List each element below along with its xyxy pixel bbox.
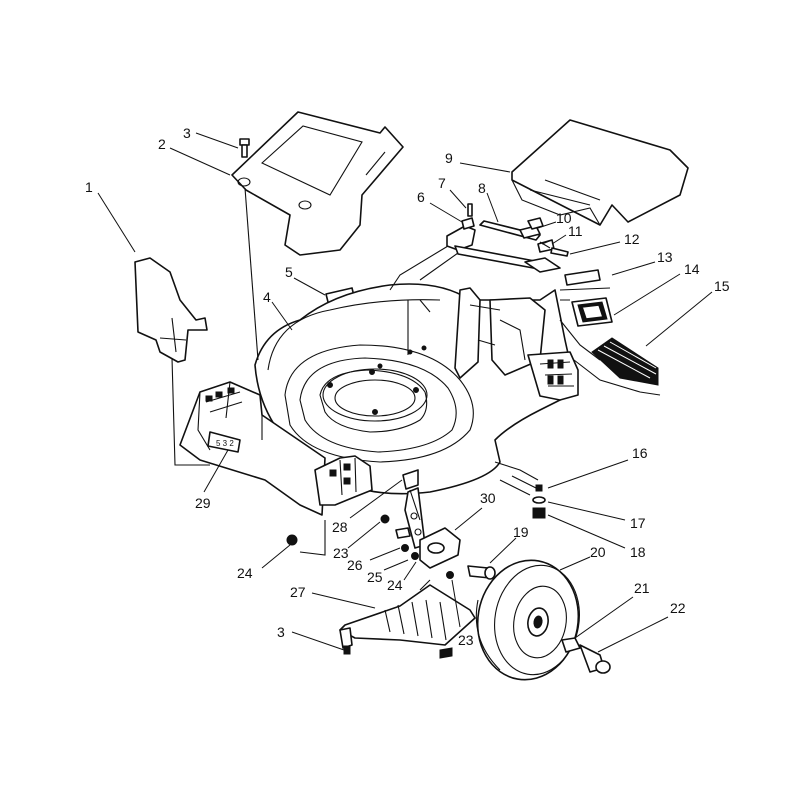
- callout-13: 13: [657, 249, 673, 265]
- callout-labels: 1 2 3 3 4 5 6 7 8 9 10 11 12 13 14 15 16…: [85, 125, 730, 648]
- hub-21-part: [561, 637, 581, 653]
- callout-30: 30: [480, 490, 496, 506]
- leader-lines: [97, 132, 713, 653]
- callout-21: 21: [634, 580, 650, 596]
- callout-23-left: 23: [333, 545, 349, 561]
- callout-23-right: 23: [458, 632, 474, 648]
- callout-15: 15: [714, 278, 730, 294]
- callout-7: 7: [438, 175, 446, 191]
- rear-shield-part: [231, 111, 404, 256]
- callout-3-bottom: 3: [277, 624, 285, 640]
- height-bracket-part: [402, 469, 461, 569]
- callout-20: 20: [590, 544, 606, 560]
- bolt-top-part: [239, 138, 250, 158]
- decal-13-part: [564, 269, 601, 286]
- mat-15-part: [591, 337, 659, 386]
- callout-22: 22: [670, 600, 686, 616]
- window-14-part: [571, 297, 613, 327]
- callout-8: 8: [478, 180, 486, 196]
- washers-part: [286, 514, 454, 579]
- callout-4: 4: [263, 289, 271, 305]
- callout-3-top: 3: [183, 125, 191, 141]
- callout-11: 11: [568, 223, 583, 239]
- reference-lines: [171, 187, 541, 591]
- axle-bolt-part: [467, 565, 496, 580]
- callout-19: 19: [513, 524, 529, 540]
- bolt-bottom-part: [343, 645, 351, 655]
- callout-10: 10: [556, 210, 572, 226]
- callout-5: 5: [285, 264, 293, 280]
- callout-24-right: 24: [387, 577, 403, 593]
- callout-24-left: 24: [237, 565, 253, 581]
- callout-25: 25: [367, 569, 383, 585]
- callout-1: 1: [85, 179, 93, 195]
- side-plate-part: [134, 257, 208, 363]
- callout-17: 17: [630, 515, 646, 531]
- svg-text:5 3 2: 5 3 2: [216, 439, 234, 448]
- callout-2: 2: [158, 136, 166, 152]
- callout-27: 27: [290, 584, 306, 600]
- deck-housing-part: 5 3 2: [179, 283, 579, 516]
- front-skirt-part: [339, 584, 476, 659]
- rear-flap-part: [511, 119, 689, 226]
- fastener-16-18-part: [532, 484, 546, 519]
- callout-28: 28: [332, 519, 348, 535]
- callout-6: 6: [417, 189, 425, 205]
- callout-14: 14: [684, 261, 700, 277]
- hinge-assembly-part: [446, 203, 569, 273]
- callout-12: 12: [624, 231, 640, 247]
- callout-18: 18: [630, 544, 646, 560]
- callout-26: 26: [347, 557, 363, 573]
- callout-16: 16: [632, 445, 648, 461]
- callout-29: 29: [195, 495, 211, 511]
- hub-bolt-22-part: [579, 644, 611, 674]
- callout-9: 9: [445, 150, 453, 166]
- wheel-part: [475, 559, 581, 681]
